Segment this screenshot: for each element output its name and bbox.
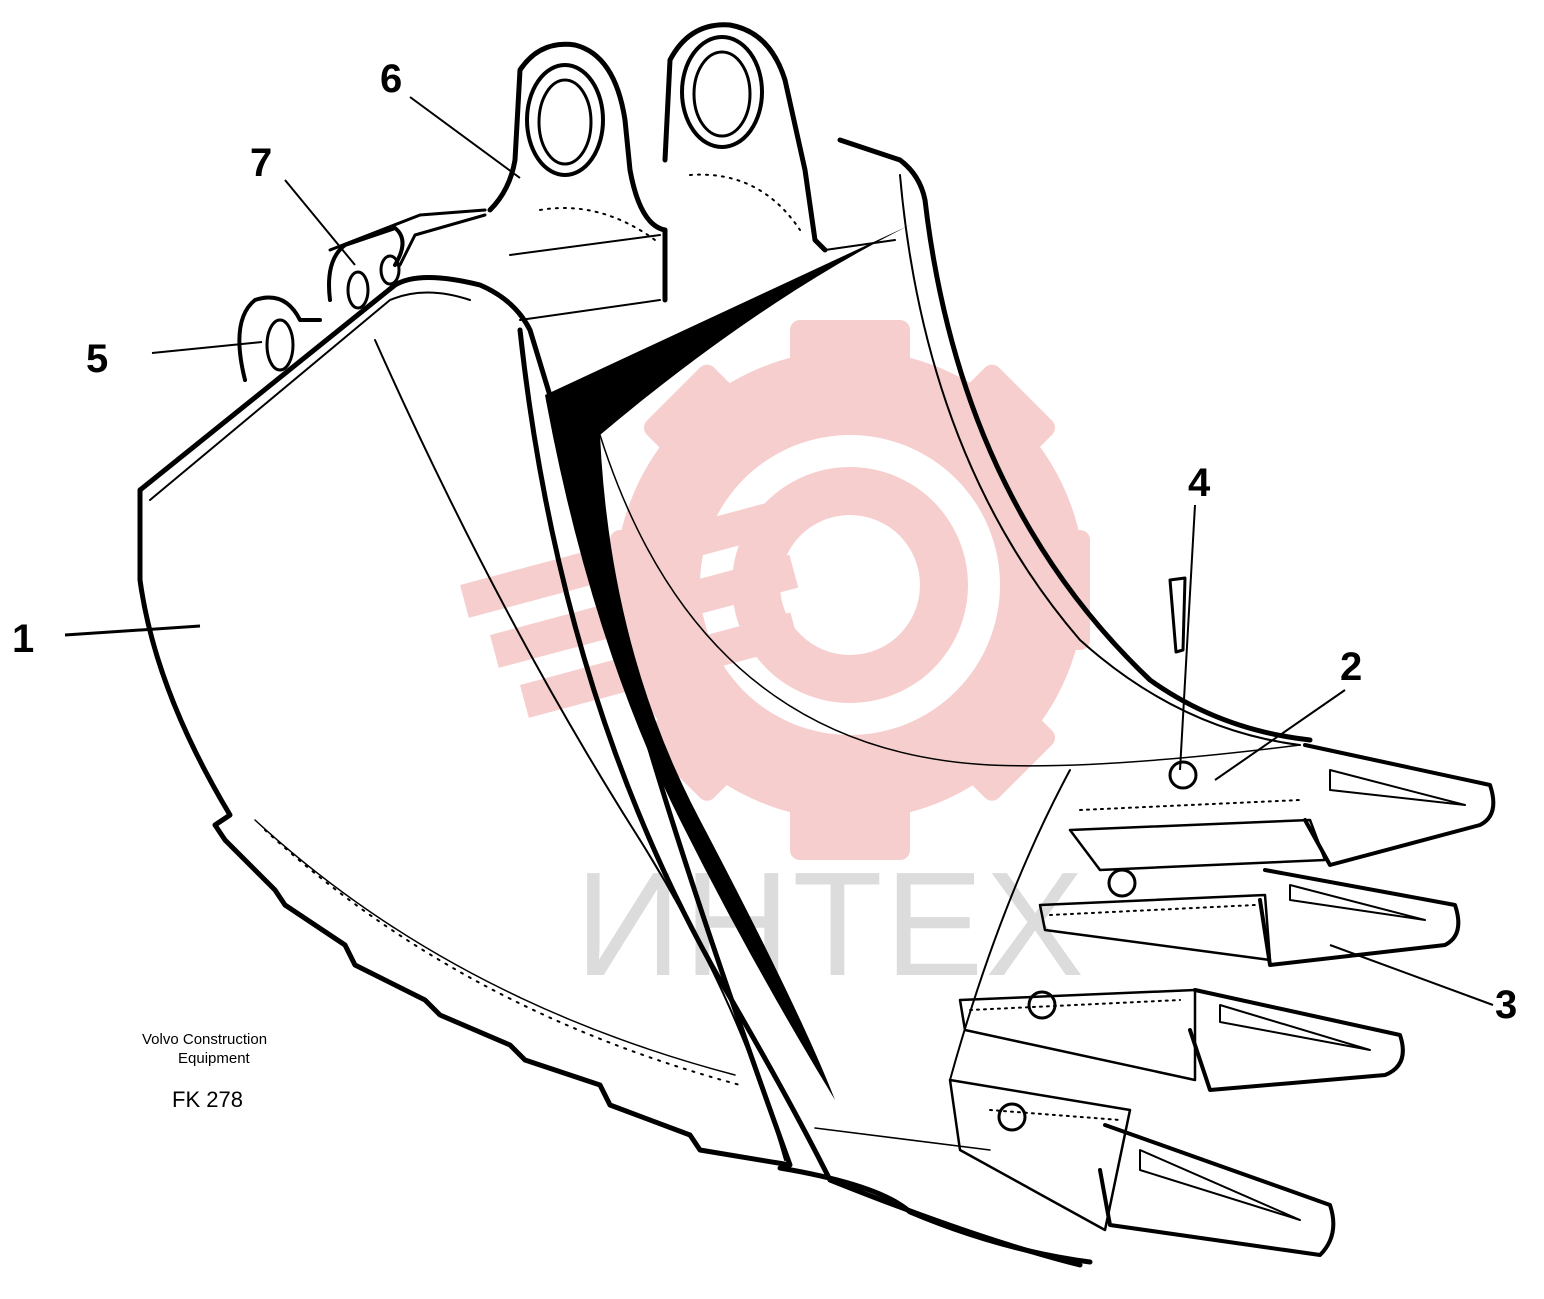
leader-6 [409, 96, 521, 179]
tooth-3 [1188, 988, 1405, 1092]
leader-4 [1179, 504, 1196, 771]
callout-1: 1 [12, 617, 34, 661]
callout-4: 4 [1188, 461, 1211, 505]
mounting-ear-right [662, 22, 828, 253]
callout-7: 7 [250, 141, 272, 185]
bucket-side-plate [137, 275, 793, 1168]
leader-2 [1214, 689, 1346, 781]
hook-lugs [327, 226, 405, 302]
leader-1 [64, 624, 201, 637]
leader-lines [64, 96, 1494, 1006]
tooth-2 [1258, 868, 1461, 967]
caption-maker-line1: Volvo Construction [142, 1031, 267, 1048]
callout-2: 2 [1340, 645, 1362, 689]
bucket-throat [545, 225, 910, 1100]
watermark-text: ИНТЕХ [575, 842, 1086, 1007]
callout-6: 6 [380, 57, 402, 101]
mounting-ear-left [487, 41, 668, 303]
mounting-bushing-left [525, 63, 605, 177]
leader-3 [1329, 944, 1494, 1006]
callout-3: 3 [1495, 983, 1517, 1027]
speed-lines [460, 499, 800, 718]
figure-caption: Volvo Construction Equipment FK 278 [142, 1031, 267, 1112]
watermark-logo: ИНТЕХ [460, 320, 1090, 1007]
caption-figure-code: FK 278 [172, 1087, 243, 1112]
callouts: 1 2 3 4 5 6 7 [12, 57, 1517, 1027]
bucket-teeth [948, 743, 1496, 1257]
caption-maker-line2: Equipment [178, 1050, 251, 1067]
mounting-bushing-right [680, 35, 764, 149]
leader-7 [284, 179, 356, 266]
bucket-drawing [137, 22, 1496, 1268]
lifting-eye [237, 295, 322, 382]
tooth-1 [1303, 743, 1496, 867]
callout-5: 5 [86, 337, 108, 381]
tooth-4 [1098, 1123, 1336, 1257]
retaining-pin [1168, 576, 1187, 654]
gear-icon [610, 320, 1090, 860]
leader-5 [151, 341, 263, 354]
